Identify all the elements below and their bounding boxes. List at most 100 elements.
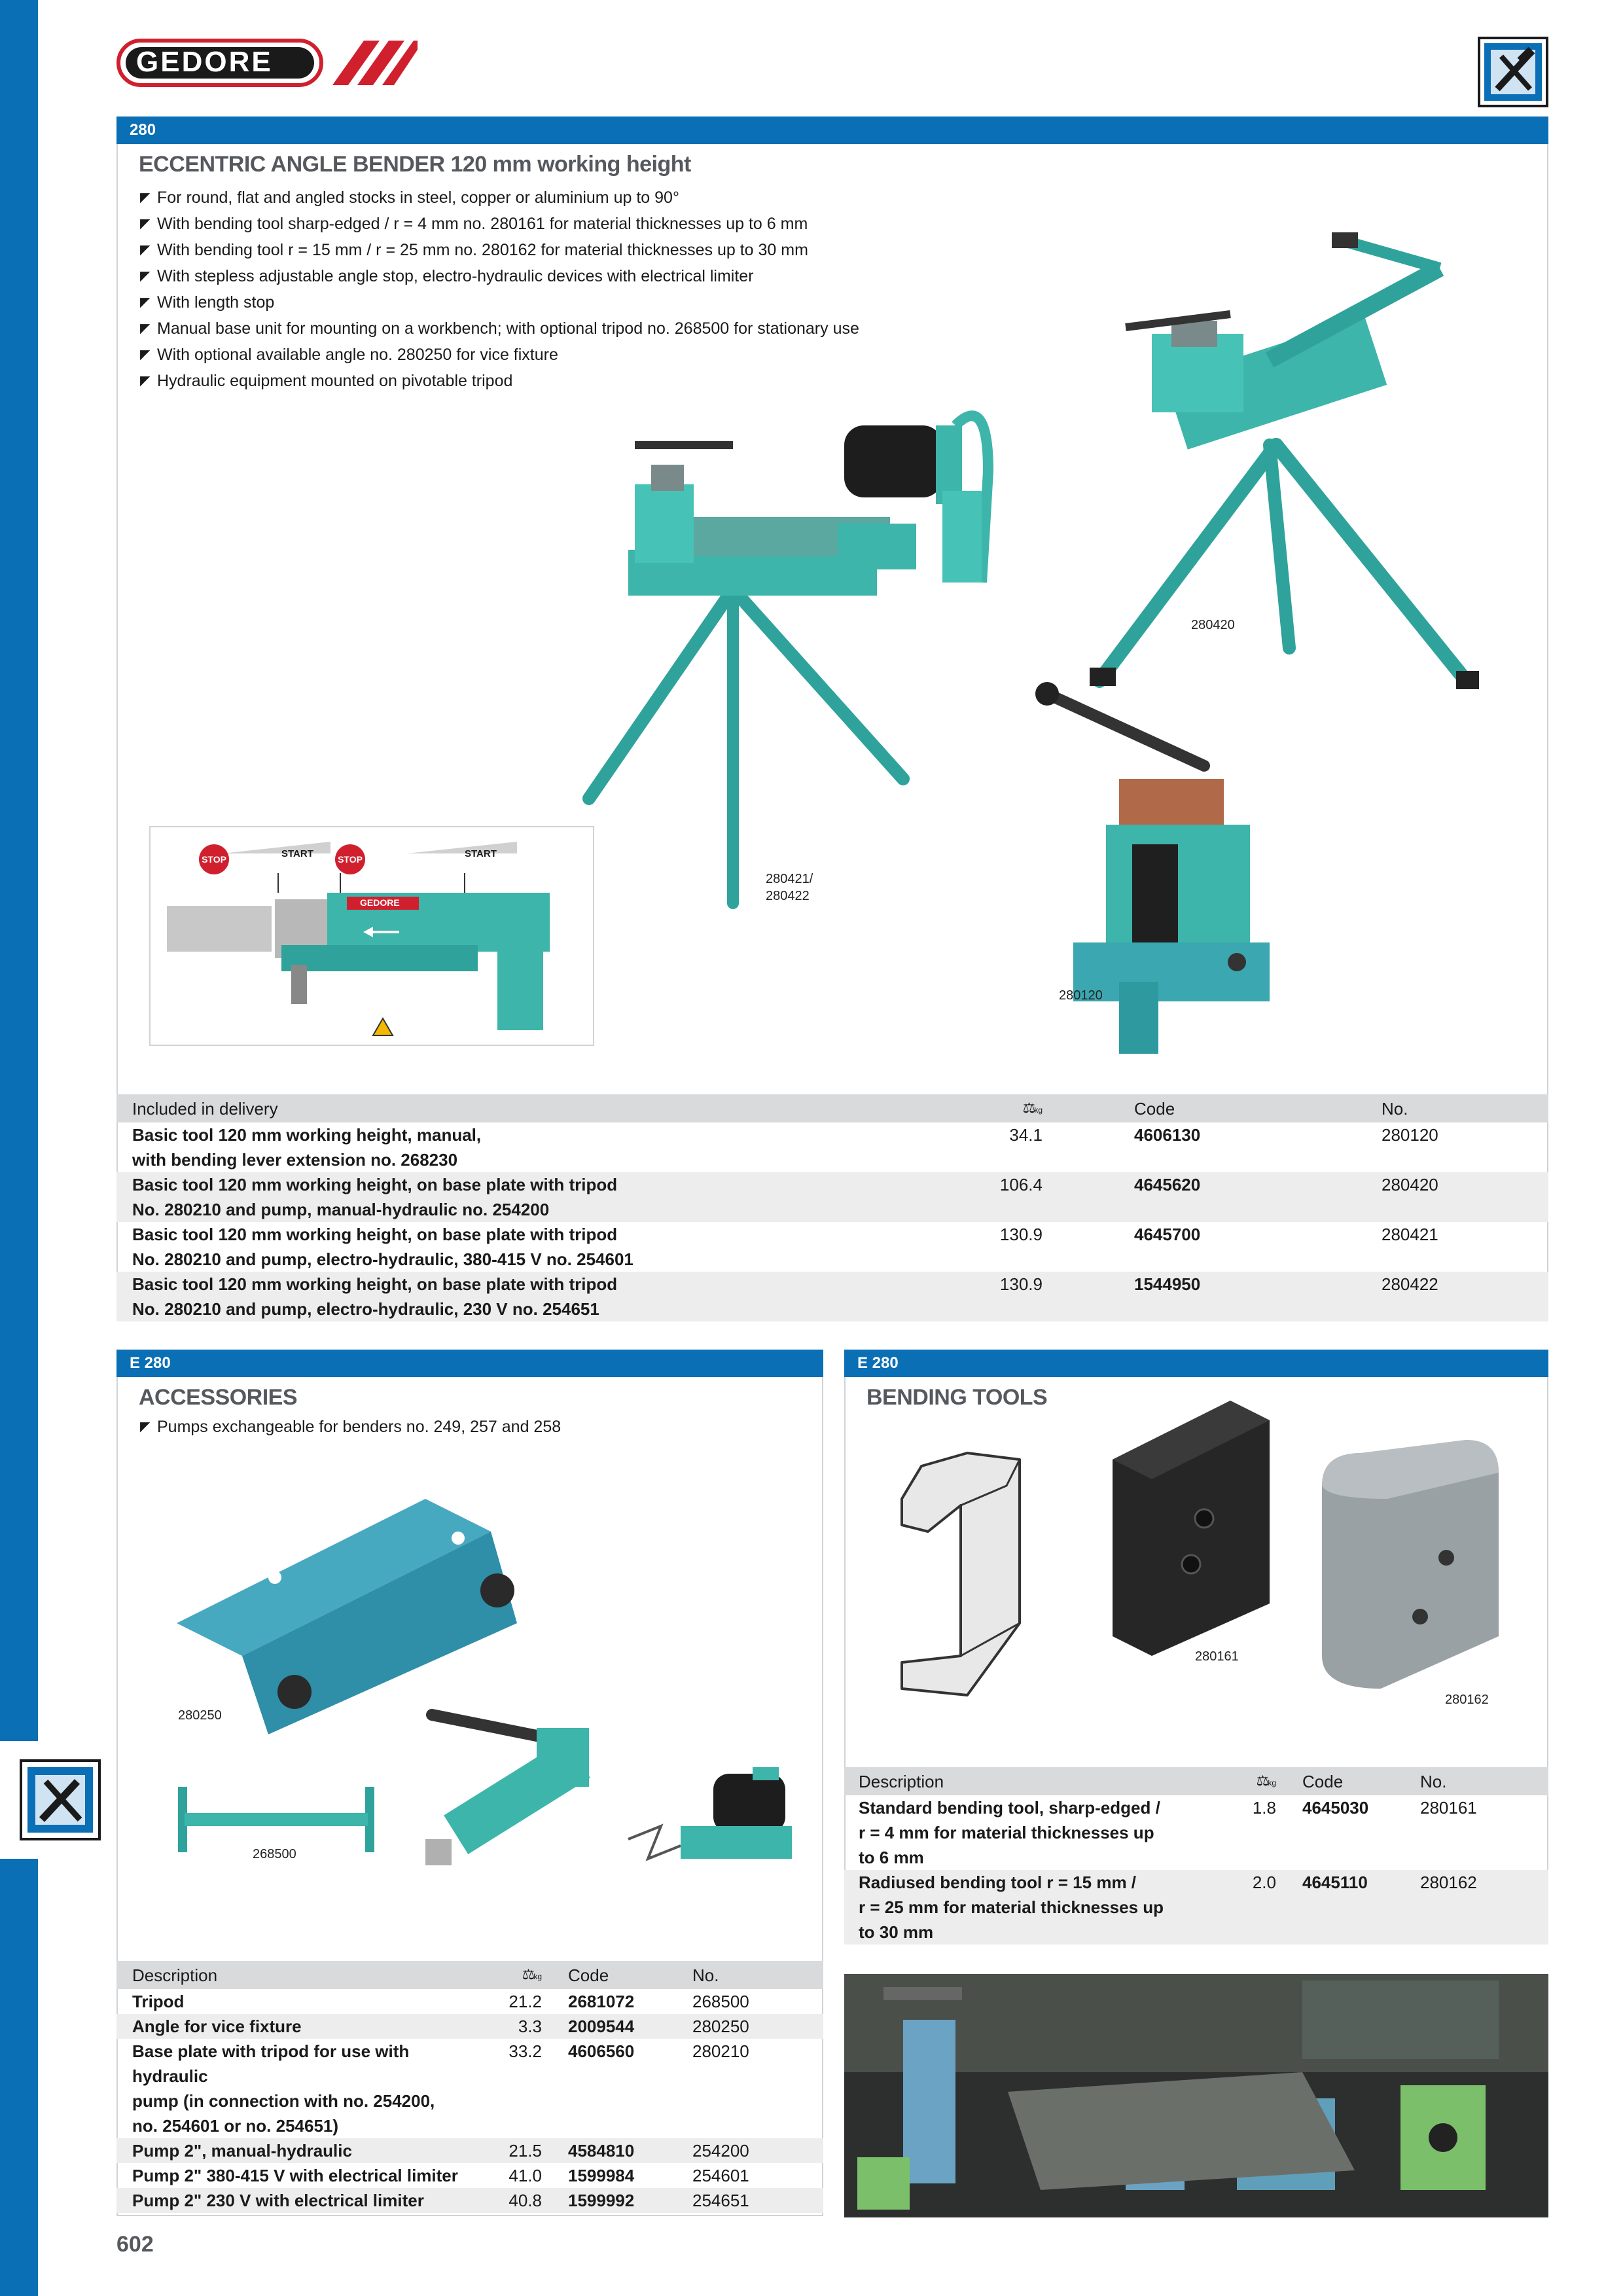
col-header-code: Code [1049, 1094, 1317, 1122]
product-image-280161 [1106, 1394, 1276, 1656]
weight-scale-icon: ⚖ [522, 1966, 535, 1982]
table-row: Tripod 21.2 2681072 268500 [116, 1989, 823, 2014]
table-row: Basic tool 120 mm working height, manual… [116, 1122, 1548, 1172]
caption-280421-280422: 280421/ 280422 [766, 872, 813, 903]
weight-unit: kg [533, 1972, 542, 1981]
table-row: Basic tool 120 mm working height, on bas… [116, 1222, 1548, 1272]
row-desc-line: Basic tool 120 mm working height, on bas… [132, 1274, 618, 1294]
row-code: 2009544 [548, 2014, 686, 2039]
row-weight: 130.9 [999, 1225, 1043, 1244]
stop-sign-1: STOP [199, 844, 229, 874]
weight-scale-icon: ⚖ [1022, 1100, 1036, 1116]
row-desc-line: no. 254601 or no. 254651) [132, 2116, 339, 2136]
row-weight: 21.5 [476, 2138, 548, 2163]
row-no: 280161 [1420, 1798, 1477, 1818]
product-image-254200 [419, 1702, 615, 1885]
product-image-280162 [1309, 1427, 1505, 1689]
accessories-title: ACCESSORIES [139, 1385, 298, 1410]
table-row: Radiused bending tool r = 15 mm / r = 25 … [844, 1870, 1548, 1945]
product-image-280421-280422 [537, 406, 1008, 916]
main-section-title: ECCENTRIC ANGLE BENDER 120 mm working he… [139, 152, 691, 177]
caption-280161: 280161 [1195, 1649, 1239, 1664]
product-image-280250 [170, 1486, 537, 1734]
table-row: Pump 2" 380-415 V with electrical limite… [116, 2163, 823, 2188]
main-product-table: Included in delivery ⚖kg Code No. Basic … [116, 1094, 1548, 1321]
col-header-code: Code [1283, 1767, 1414, 1795]
section-bar-accessories: E 280 [116, 1350, 823, 1377]
row-desc-line: pump (in connection with no. 254200, [132, 2091, 435, 2111]
row-code: 4645700 [1134, 1225, 1201, 1244]
row-desc-line: No. 280210 and pump, electro-hydraulic, … [132, 1249, 633, 1269]
table-row: Base plate with tripod for use with hydr… [116, 2039, 823, 2138]
row-no: 254601 [692, 2166, 749, 2185]
table-row: Pump 2" 230 V with electrical limiter 40… [116, 2188, 823, 2213]
feature-item: With bending tool sharp-edged / r = 4 mm… [140, 211, 859, 237]
row-no: 268500 [692, 1992, 749, 2011]
row-no: 280250 [686, 2014, 823, 2039]
table-row: Basic tool 120 mm working height, on bas… [116, 1272, 1548, 1321]
row-code: 2681072 [568, 1992, 635, 2011]
sidebar-tools-icon [20, 1759, 101, 1840]
feature-item: Manual base unit for mounting on a workb… [140, 315, 859, 342]
caption-268500: 268500 [253, 1847, 296, 1861]
stop-sign-2: STOP [335, 844, 365, 874]
row-code: 4606130 [1134, 1125, 1201, 1145]
row-desc-line: Base plate with tripod for use with hydr… [132, 2041, 410, 2086]
accessories-table: Description ⚖kg Code No. Tripod 21.2 268… [116, 1961, 823, 2213]
feature-item: With stepless adjustable angle stop, ele… [140, 263, 859, 289]
weight-scale-icon: ⚖ [1256, 1772, 1270, 1789]
row-weight: 40.8 [476, 2188, 548, 2213]
section-code: E 280 [857, 1354, 899, 1372]
row-desc-line: Basic tool 120 mm working height, on bas… [132, 1175, 618, 1194]
stop-start-diagram: STOP START STOP START GEDORE [149, 826, 594, 1046]
row-code: 1544950 [1049, 1272, 1317, 1321]
row-no: 280120 [1382, 1125, 1438, 1145]
section-bar-bending-tools: E 280 [844, 1350, 1548, 1377]
product-image-254601 [622, 1761, 805, 1892]
bending-tools-title: BENDING TOOLS [866, 1385, 1048, 1410]
col-header-code: Code [548, 1961, 686, 1989]
table-header-row: Description ⚖kg Code No. [116, 1961, 823, 1989]
row-desc-line: r = 25 mm for material thicknesses up [859, 1897, 1164, 1917]
caption-280120: 280120 [1059, 988, 1103, 1003]
accessories-feature-list: Pumps exchangeable for benders no. 249, … [140, 1414, 561, 1440]
row-code: 4606560 [568, 2041, 635, 2061]
row-weight: 130.9 [876, 1272, 1049, 1321]
start-label-2: START [465, 848, 497, 859]
tools-category-icon [1478, 37, 1548, 107]
col-header-weight: ⚖kg [1211, 1767, 1283, 1795]
brand-name: GEDORE [136, 46, 273, 78]
row-weight: 34.1 [1009, 1125, 1043, 1145]
row-code: 4584810 [548, 2138, 686, 2163]
row-desc-line: with bending lever extension no. 268230 [132, 1150, 458, 1170]
row-no: 280162 [1414, 1870, 1548, 1945]
row-weight: 33.2 [508, 2041, 542, 2061]
row-desc-line: Basic tool 120 mm working height, on bas… [132, 1225, 618, 1244]
row-code: 1599984 [568, 2166, 635, 2185]
row-desc: Pump 2", manual-hydraulic [116, 2138, 476, 2163]
row-no: 280422 [1317, 1272, 1548, 1321]
row-no: 280420 [1317, 1172, 1548, 1222]
row-desc: Angle for vice fixture [116, 2014, 476, 2039]
bending-tool-drawing [889, 1446, 1046, 1708]
row-desc-line: Radiused bending tool r = 15 mm / [859, 1873, 1137, 1892]
row-code: 4645110 [1283, 1870, 1414, 1945]
feature-item: Pumps exchangeable for benders no. 249, … [140, 1414, 561, 1440]
table-row: Angle for vice fixture 3.3 2009544 28025… [116, 2014, 823, 2039]
weight-unit: kg [1034, 1105, 1043, 1115]
section-code: 280 [130, 121, 156, 139]
table-header-row: Included in delivery ⚖kg Code No. [116, 1094, 1548, 1122]
sidebar-bottom-accent [0, 1859, 38, 2296]
section-code: E 280 [130, 1354, 171, 1372]
weight-unit: kg [1268, 1778, 1276, 1787]
feature-item: With optional available angle no. 280250… [140, 342, 859, 368]
product-image-280120 [1021, 681, 1270, 1060]
row-weight: 1.8 [1252, 1798, 1276, 1818]
col-header-no: No. [1414, 1767, 1548, 1795]
row-desc-line: to 30 mm [859, 1922, 934, 1942]
col-header-weight: ⚖kg [476, 1961, 548, 1989]
workshop-photo [844, 1974, 1548, 2217]
col-header-description: Description [844, 1767, 1211, 1795]
section-bar-280: 280 [116, 117, 1548, 144]
start-label-1: START [281, 848, 313, 859]
